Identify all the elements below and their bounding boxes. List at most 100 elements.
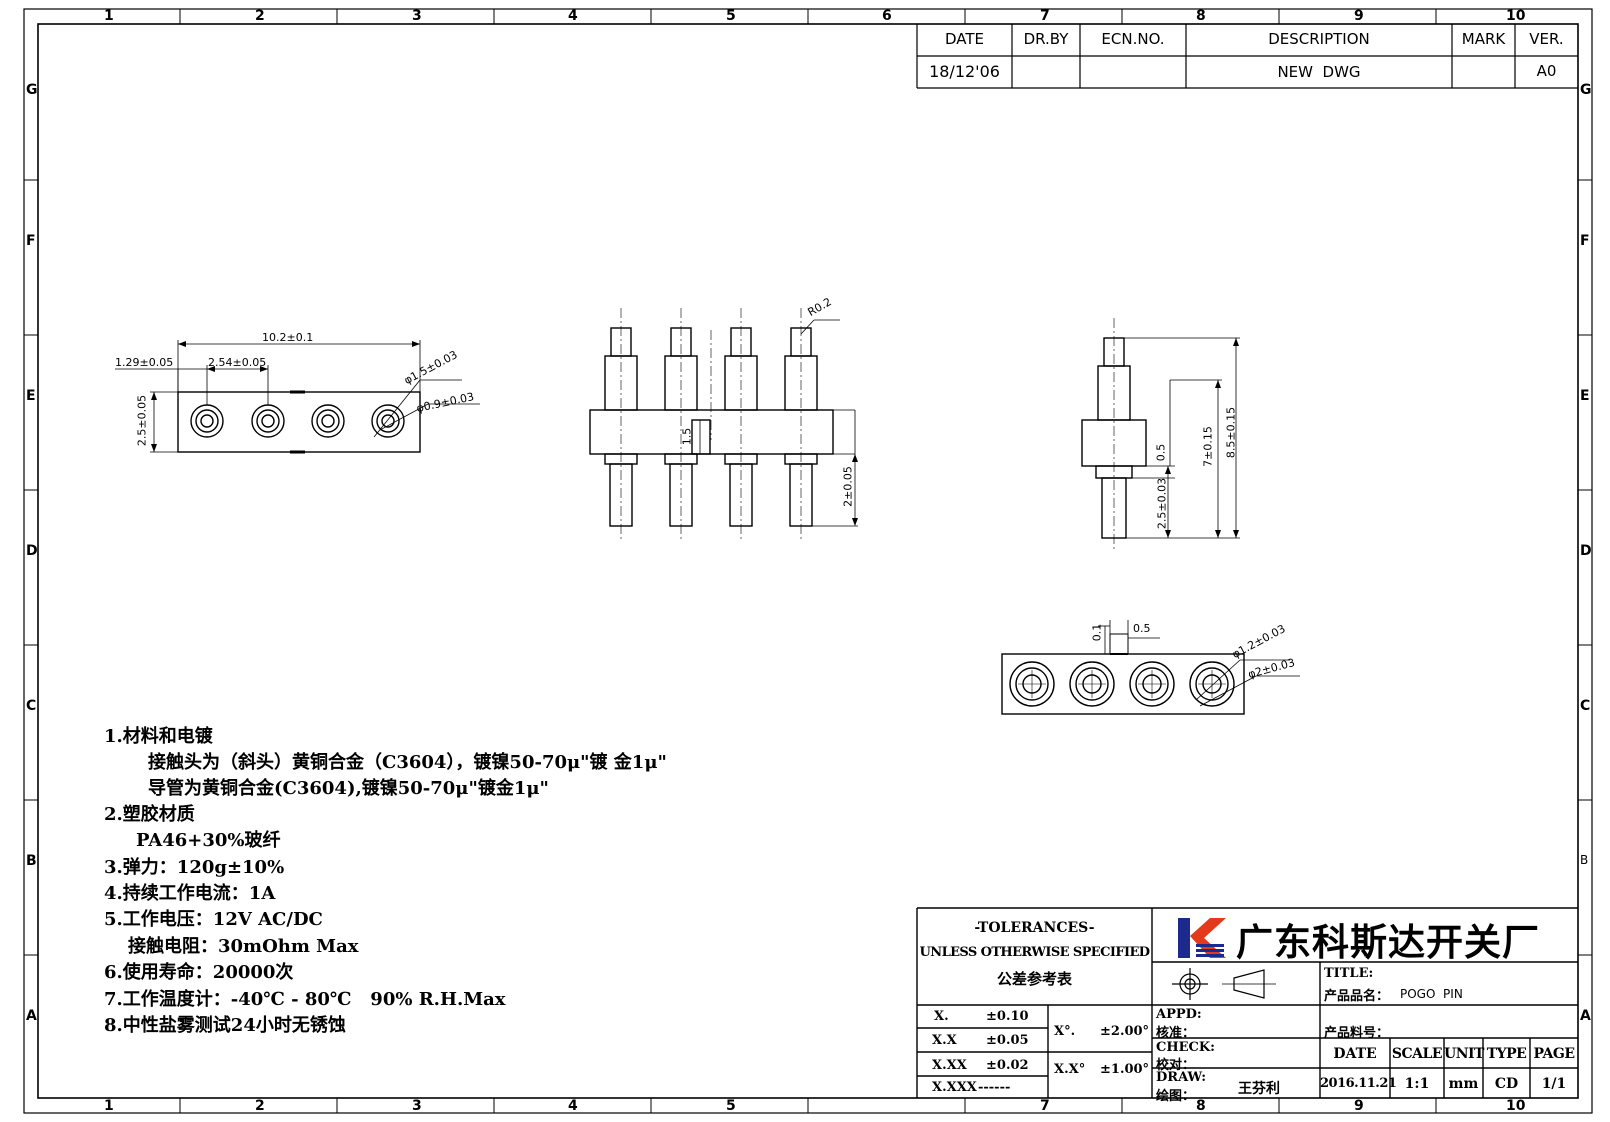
zone-bot-5: 5 <box>726 1098 736 1114</box>
zone-bot-9: 9 <box>1354 1098 1364 1114</box>
product-name: POGO PIN <box>1400 987 1463 1001</box>
ang-key-2: X.X° <box>1054 1062 1086 1077</box>
zone-row-b-right: B <box>1580 853 1589 867</box>
rev-description: NEW DWG <box>1277 63 1361 81</box>
zone-bot-4: 4 <box>568 1098 578 1114</box>
dim-front-notch: 1.5 <box>680 427 694 446</box>
zone-row-b-left: B <box>26 853 37 869</box>
tol-sub: UNLESS OTHERWISE SPECIFIED <box>919 945 1150 960</box>
dim-side-h1: 0.5 <box>1154 443 1168 462</box>
tol-val-3: ±0.02 <box>986 1058 1029 1073</box>
rev-ver: A0 <box>1536 62 1557 80</box>
ang-val-2: ±1.00° <box>1100 1062 1150 1077</box>
note-6: 6.使用寿命：20000次 <box>104 962 294 983</box>
val-date: 2016.11.21 <box>1320 1076 1397 1091</box>
rev-header-date: DATE <box>944 30 985 48</box>
zone-row-e-right: E <box>1580 388 1590 404</box>
dim-bot-a: 0.1 <box>1090 623 1104 642</box>
zone-col-8: 8 <box>1196 8 1206 24</box>
rev-header-ver: VER. <box>1529 30 1564 48</box>
zone-row-d-right: D <box>1580 543 1592 559</box>
zone-bot-8: 8 <box>1196 1098 1206 1114</box>
val-page: 1/1 <box>1541 1076 1567 1092</box>
zone-col-6: 6 <box>882 8 892 24</box>
zone-col-5: 5 <box>726 8 736 24</box>
zone-col-2: 2 <box>255 8 265 24</box>
tol-key-2: X.X <box>932 1033 957 1048</box>
tol-title: -TOLERANCES- <box>974 920 1095 936</box>
tol-key-4: X.XXX <box>932 1080 977 1095</box>
note-4: 4.持续工作电流：1A <box>104 883 276 904</box>
tol-key-3: X.XX <box>932 1058 967 1073</box>
note-2: 2.塑胶材质 <box>104 804 195 825</box>
tol-cn: 公差参考表 <box>996 970 1072 988</box>
draw-label: DRAW: <box>1156 1070 1207 1085</box>
tol-val-2: ±0.05 <box>986 1033 1029 1048</box>
title-label: TITLE: <box>1324 966 1374 981</box>
zone-row-d-left: D <box>26 543 38 559</box>
rev-header-description: DESCRIPTION <box>1268 30 1370 48</box>
zone-bot-7: 7 <box>1040 1098 1050 1114</box>
zone-row-a-right: A <box>1580 1008 1591 1024</box>
tol-val-1: ±0.10 <box>986 1009 1029 1024</box>
appd-label: APPD: <box>1156 1007 1202 1022</box>
zone-bot-1: 1 <box>104 1098 114 1114</box>
zone-row-c-right: C <box>1580 698 1591 714</box>
zone-row-g-left: G <box>26 82 38 98</box>
check-cn: 校对： <box>1156 1058 1196 1073</box>
note-1: 1.材料和电镀 <box>104 726 213 747</box>
note-2a: PA46+30%玻纤 <box>136 830 281 851</box>
appd-cn: 核准： <box>1156 1026 1196 1041</box>
note-7: 7.工作温度计：-40℃ - 80℃ 90% R.H.Max <box>104 989 506 1010</box>
rev-date: 18/12'06 <box>929 62 1000 81</box>
zone-col-1: 1 <box>104 8 114 24</box>
col-unit: UNIT <box>1444 1046 1484 1062</box>
note-1a: 接触头为（斜头）黄铜合金（C3604），镀镍50-70μ"镀 金1μ" <box>148 752 667 773</box>
zone-bot-10: 10 <box>1506 1098 1526 1114</box>
tol-key-1: X. <box>934 1009 949 1024</box>
zone-row-c-left: C <box>26 698 37 714</box>
val-type: CD <box>1494 1076 1519 1092</box>
drawer-name: 王芬利 <box>1238 1081 1280 1097</box>
zone-col-9: 9 <box>1354 8 1364 24</box>
zone-col-10: 10 <box>1506 8 1526 24</box>
note-5: 5.工作电压：12V AC/DC <box>104 909 323 930</box>
tol-val-4: ------ <box>978 1080 1011 1095</box>
zone-bot-2: 2 <box>255 1098 265 1114</box>
dim-bot-b: 0.5 <box>1133 622 1151 635</box>
val-unit: mm <box>1448 1076 1479 1092</box>
rev-header-mark: MARK <box>1461 30 1506 48</box>
zone-row-g-right: G <box>1580 82 1592 98</box>
zone-col-7: 7 <box>1040 8 1050 24</box>
col-date: DATE <box>1333 1046 1377 1062</box>
note-8: 8.中性盐雾测试24小时无锈蚀 <box>104 1015 346 1036</box>
col-scale: SCALE <box>1391 1046 1443 1062</box>
dim-side-h3: 7±0.15 <box>1201 426 1215 467</box>
dim-top-height: 2.5±0.05 <box>135 394 149 447</box>
rev-header-drby: DR.BY <box>1023 30 1069 48</box>
dim-top-pitch: 2.54±0.05 <box>208 356 267 369</box>
zone-row-f-right: F <box>1580 233 1590 249</box>
dim-top-edge: 1.29±0.05 <box>115 356 174 369</box>
ang-key-1: X°. <box>1054 1024 1076 1039</box>
company-name: 广东科斯达开关厂 <box>1236 921 1540 964</box>
company-logo-mark <box>1176 916 1226 960</box>
note-5a: 接触电阻：30mOhm Max <box>128 936 359 957</box>
projection-symbol <box>1172 968 1276 1000</box>
zone-col-4: 4 <box>568 8 578 24</box>
draw-cn: 绘图： <box>1156 1089 1196 1104</box>
val-scale: 1:1 <box>1404 1076 1430 1092</box>
zone-row-e-left: E <box>26 388 36 404</box>
note-3: 3.弹力：120g±10% <box>104 857 285 878</box>
product-no-cn: 产品料号： <box>1324 1026 1390 1041</box>
col-type: TYPE <box>1486 1046 1527 1062</box>
dim-side-h4: 8.5±0.15 <box>1224 406 1238 459</box>
check-label: CHECK: <box>1156 1040 1215 1055</box>
rev-header-ecn: ECN.NO. <box>1101 30 1165 48</box>
zone-bot-3: 3 <box>412 1098 422 1114</box>
dim-side-h2: 2.5±0.03 <box>1155 477 1169 530</box>
zone-row-a-left: A <box>26 1008 37 1024</box>
product-name-label: 产品品名： <box>1324 989 1390 1004</box>
dim-front-tail: 2±0.05 <box>841 466 855 507</box>
col-page: PAGE <box>1533 1046 1576 1062</box>
